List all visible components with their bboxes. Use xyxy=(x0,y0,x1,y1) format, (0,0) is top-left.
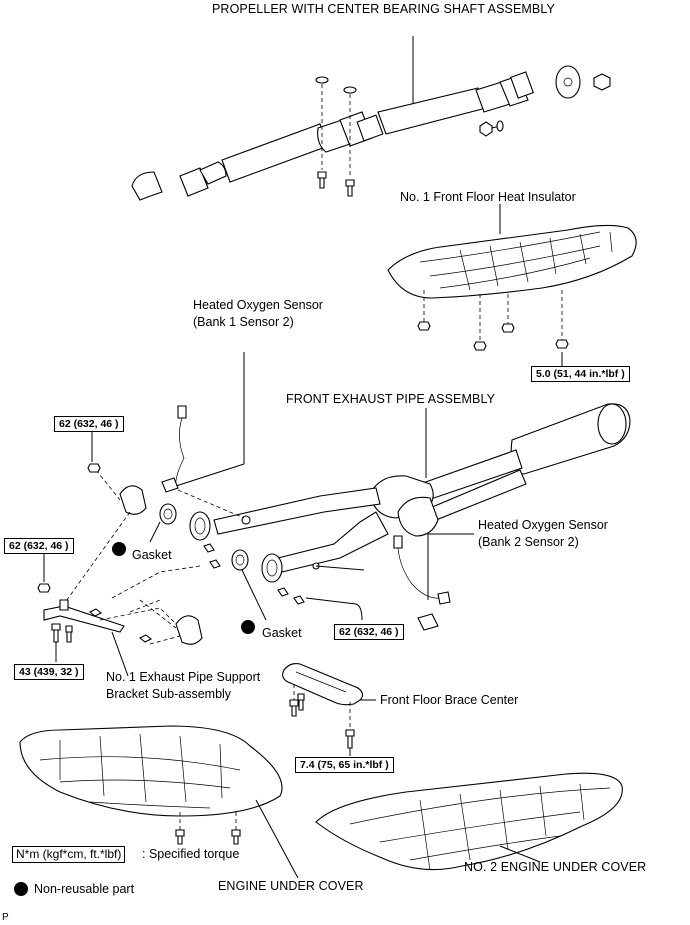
engine-under-cover-drawing xyxy=(19,725,299,879)
oxygen-sensor-b2-label-line2: (Bank 2 Sensor 2) xyxy=(478,535,579,549)
oxygen-sensor-b1-drawing xyxy=(161,352,245,519)
floor-brace-drawing xyxy=(282,663,376,756)
torque-box-insulator: 5.0 (51, 44 in.*lbf ) xyxy=(531,366,630,382)
non-reusable-marker-gasket-2 xyxy=(241,620,255,634)
floor-brace-label: Front Floor Brace Center xyxy=(380,693,519,707)
propeller-shaft-label: PROPELLER WITH CENTER BEARING SHAFT ASSE… xyxy=(212,2,555,16)
support-bracket-drawing xyxy=(37,432,203,677)
support-bracket-label-line1: No. 1 Exhaust Pipe Support xyxy=(106,670,261,684)
legend-torque-desc: : Specified torque xyxy=(142,847,240,861)
torque-box-bracket-upper: 62 (632, 46 ) xyxy=(4,538,74,554)
torque-box-brace-center: 7.4 (75, 65 in.*lbf ) xyxy=(295,757,394,773)
oxygen-sensor-b2-drawing xyxy=(315,533,474,631)
legend-torque-unit-box: N*m (kgf*cm, ft.*lbf) xyxy=(12,846,126,863)
torque-box-exhaust-flange: 62 (632, 46 ) xyxy=(334,624,404,640)
oxygen-sensor-b1-label-line1: Heated Oxygen Sensor xyxy=(193,298,323,312)
legend-non-reusable-dot xyxy=(14,882,28,896)
front-exhaust-pipe-label: FRONT EXHAUST PIPE ASSEMBLY xyxy=(286,392,496,406)
heat-insulator-drawing xyxy=(387,204,637,366)
propeller-shaft-drawing xyxy=(131,36,611,201)
front-exhaust-pipe-drawing xyxy=(189,403,631,621)
support-bracket-label-line2: Bracket Sub-assembly xyxy=(106,687,232,701)
gasket-1-label: Gasket xyxy=(132,548,172,562)
oxygen-sensor-b1-label-line2: (Bank 1 Sensor 2) xyxy=(193,315,294,329)
no2-engine-under-cover-drawing xyxy=(315,772,623,871)
engine-under-cover-label: ENGINE UNDER COVER xyxy=(218,879,364,893)
no2-engine-under-cover-label: NO. 2 ENGINE UNDER COVER xyxy=(464,860,647,874)
oxygen-sensor-b2-label-line1: Heated Oxygen Sensor xyxy=(478,518,608,532)
torque-box-bracket-lower: 43 (439, 32 ) xyxy=(14,664,84,680)
corner-mark: P xyxy=(2,912,9,923)
non-reusable-marker-gasket-1 xyxy=(112,542,126,556)
legend-non-reusable-label: Non-reusable part xyxy=(34,882,135,896)
gasket-2-label: Gasket xyxy=(262,626,302,640)
heat-insulator-label: No. 1 Front Floor Heat Insulator xyxy=(400,190,576,204)
torque-box-sensor-b1: 62 (632, 46 ) xyxy=(54,416,124,432)
gasket-drawings xyxy=(149,503,267,621)
